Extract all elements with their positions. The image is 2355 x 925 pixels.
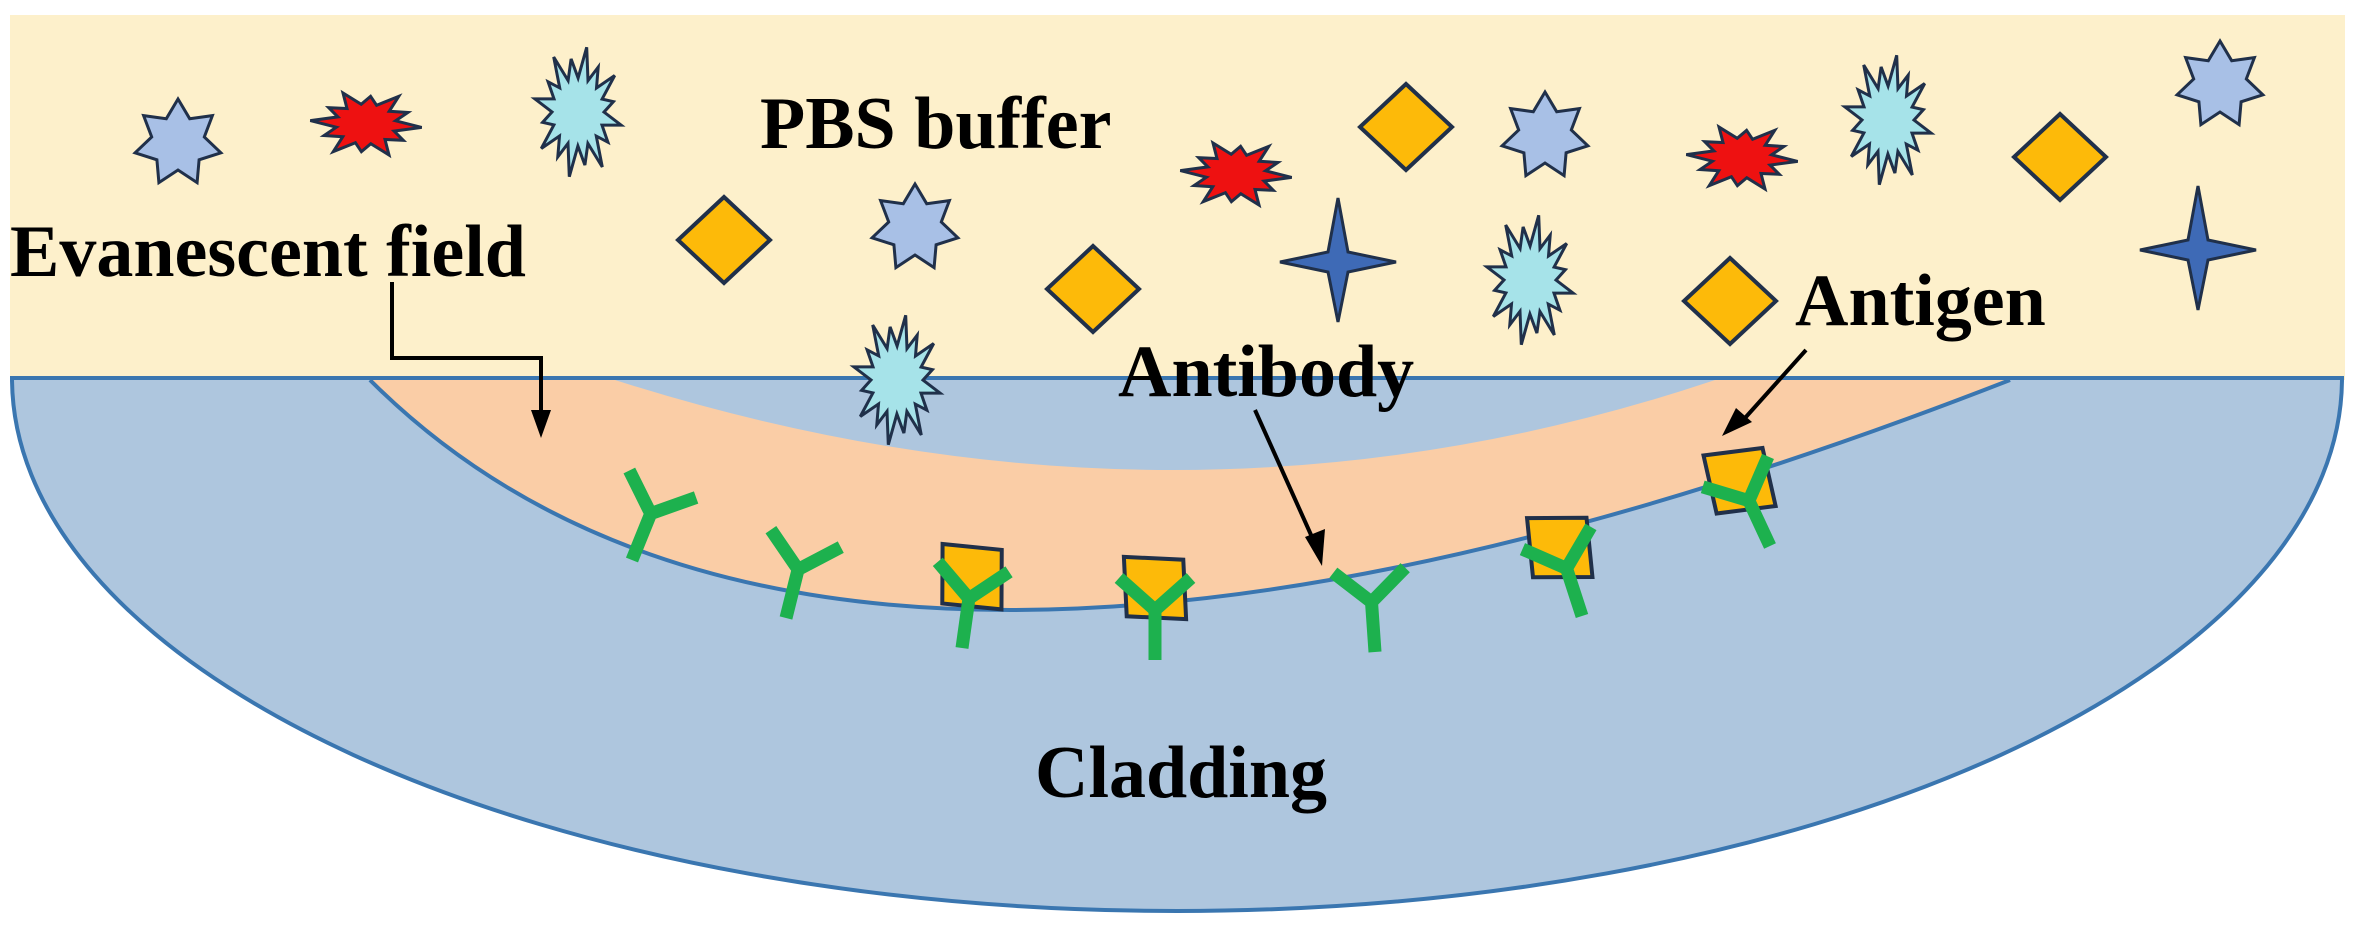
pointer-arrows [390,282,1808,566]
lavender-hexagram-icon [1499,89,1591,179]
antibody-label: Antibody [1118,331,1414,413]
blue-four-point-star-icon [2139,185,2257,311]
cyan-burst-icon [1482,214,1578,346]
antigen-arrowhead [1722,408,1752,436]
antibody-icon [932,557,1013,649]
antibody-arrowhead [1305,529,1325,566]
cladding-label: Cladding [1035,732,1327,814]
cyan-burst-icon [530,46,626,178]
core-boundary-line [368,378,2011,612]
bound-antibody [1519,515,1597,619]
evanescent-field-label: Evanescent field [10,211,526,293]
cyan-burst-icon [849,314,945,446]
antigen-diamond-icon [675,194,773,286]
pbs-buffer-region [10,15,2345,380]
lavender-hexagram-icon [2174,38,2266,128]
red-burst-icon [1179,139,1293,209]
antibody-arrow [1253,409,1318,547]
evanescent-field-arrowhead [531,410,551,438]
cladding-region [9,376,2345,913]
antigen-diamond-icon [1681,255,1779,347]
antigen-diamond-icon [1044,243,1142,335]
antibody-icon [1700,453,1776,549]
antibody [765,526,844,620]
antigen-diamond-icon [1357,81,1455,173]
red-burst-icon [309,89,423,159]
bound-antibody [932,541,1013,649]
antibody-icon [1329,563,1410,653]
antibody-icon [1519,523,1597,619]
cyan-burst-icon [1840,54,1936,186]
antigen-arrow [1743,348,1808,420]
free-particles [132,38,2266,446]
red-burst-icon [1685,123,1799,193]
bound-antibody [1700,445,1779,549]
antibody [1329,563,1410,653]
antigen-diamond-icon [2011,111,2109,203]
lavender-hexagram-icon [132,96,224,186]
antibody-icon [765,526,844,620]
antibody [623,467,699,563]
antibody-icon [623,467,699,563]
antibody-icon [1114,573,1196,660]
surface-bioreceptors [623,445,1779,660]
bound-antibody [1114,554,1196,660]
lavender-hexagram-icon [869,181,961,271]
evanescent-field-arrow [390,282,543,418]
blue-four-point-star-icon [1279,197,1397,323]
antigen-label: Antigen [1795,260,2046,342]
pbs-buffer-label: PBS buffer [760,83,1112,165]
